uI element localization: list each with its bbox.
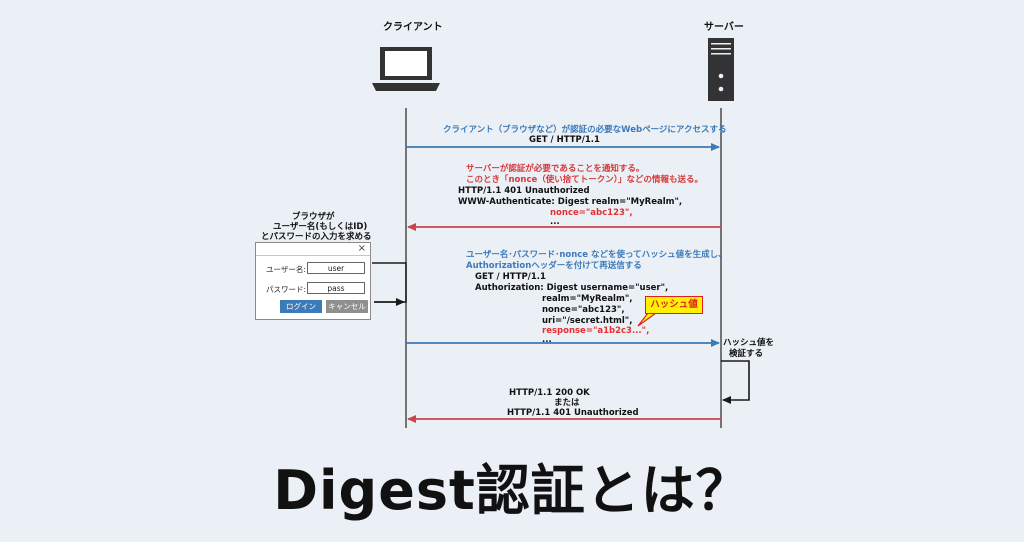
msg4-line-2: または	[554, 398, 580, 408]
close-icon[interactable]: ×	[357, 243, 366, 254]
username-row: ユーザー名: user	[256, 262, 372, 276]
password-row: パスワード: pass	[256, 282, 372, 296]
browser-note-1: ブラウザが	[292, 212, 335, 222]
msg3-response: response="a1b2c3...",	[542, 326, 650, 336]
password-label: パスワード:	[266, 285, 307, 294]
msg2-description-2: このとき「nonce（使い捨てトークン）」などの情報も送る。	[466, 175, 703, 185]
cancel-button[interactable]: キャンセル	[326, 300, 368, 313]
server-note-1: ハッシュ値を	[723, 338, 775, 348]
msg3-nonce: nonce="abc123",	[542, 305, 625, 315]
browser-note-2: ユーザー名(もしくはID)	[273, 222, 368, 232]
laptop-icon	[372, 47, 440, 91]
login-button[interactable]: ログイン	[280, 300, 322, 313]
msg3-description-2: Authorizationヘッダーを付けて再送信する	[466, 261, 642, 271]
login-dialog: × ユーザー名: user パスワード: pass ログイン キャンセル	[255, 242, 371, 320]
msg1-description: クライアント（ブラウザなど）が認証の必要なWebページにアクセスする	[443, 125, 727, 135]
msg4-line-1: HTTP/1.1 200 OK	[509, 388, 590, 398]
client-label: クライアント	[383, 22, 443, 33]
server-note-2: 検証する	[729, 349, 764, 359]
server-self-loop	[721, 360, 750, 404]
msg3-uri: uri="/secret.html",	[542, 316, 633, 326]
msg3-description-1: ユーザー名･パスワード･nonce などを使ってハッシュ値を生成し、	[466, 250, 727, 260]
msg3-realm: realm="MyRealm",	[542, 294, 633, 304]
msg3-ellipsis: ...	[542, 335, 552, 345]
username-label: ユーザー名:	[266, 265, 306, 274]
msg2-nonce: nonce="abc123",	[550, 208, 633, 218]
msg2-header: WWW-Authenticate: Digest realm="MyRealm"…	[458, 197, 683, 207]
server-label: サーバー	[704, 22, 744, 33]
msg2-description-1: サーバーが認証が必要であることを通知する。	[466, 164, 645, 174]
server-tower-icon	[708, 38, 734, 101]
msg3-header: Authorization: Digest username="user",	[475, 283, 669, 293]
callout-pointer	[637, 312, 658, 327]
client-self-loop	[372, 262, 407, 303]
browser-note-3: とパスワードの入力を求める	[261, 232, 372, 242]
username-field[interactable]: user	[307, 262, 365, 274]
dialog-title-bar: ×	[256, 243, 370, 256]
msg4-line-3: HTTP/1.1 401 Unauthorized	[507, 408, 639, 418]
msg3-request: GET / HTTP/1.1	[475, 272, 546, 282]
hash-callout: ハッシュ値	[645, 296, 703, 314]
msg1-request: GET / HTTP/1.1	[529, 135, 600, 145]
password-field[interactable]: pass	[307, 282, 365, 294]
page-title: Digest認証とは？	[273, 459, 751, 522]
msg2-ellipsis: ...	[550, 217, 560, 227]
msg2-status: HTTP/1.1 401 Unauthorized	[458, 186, 590, 196]
